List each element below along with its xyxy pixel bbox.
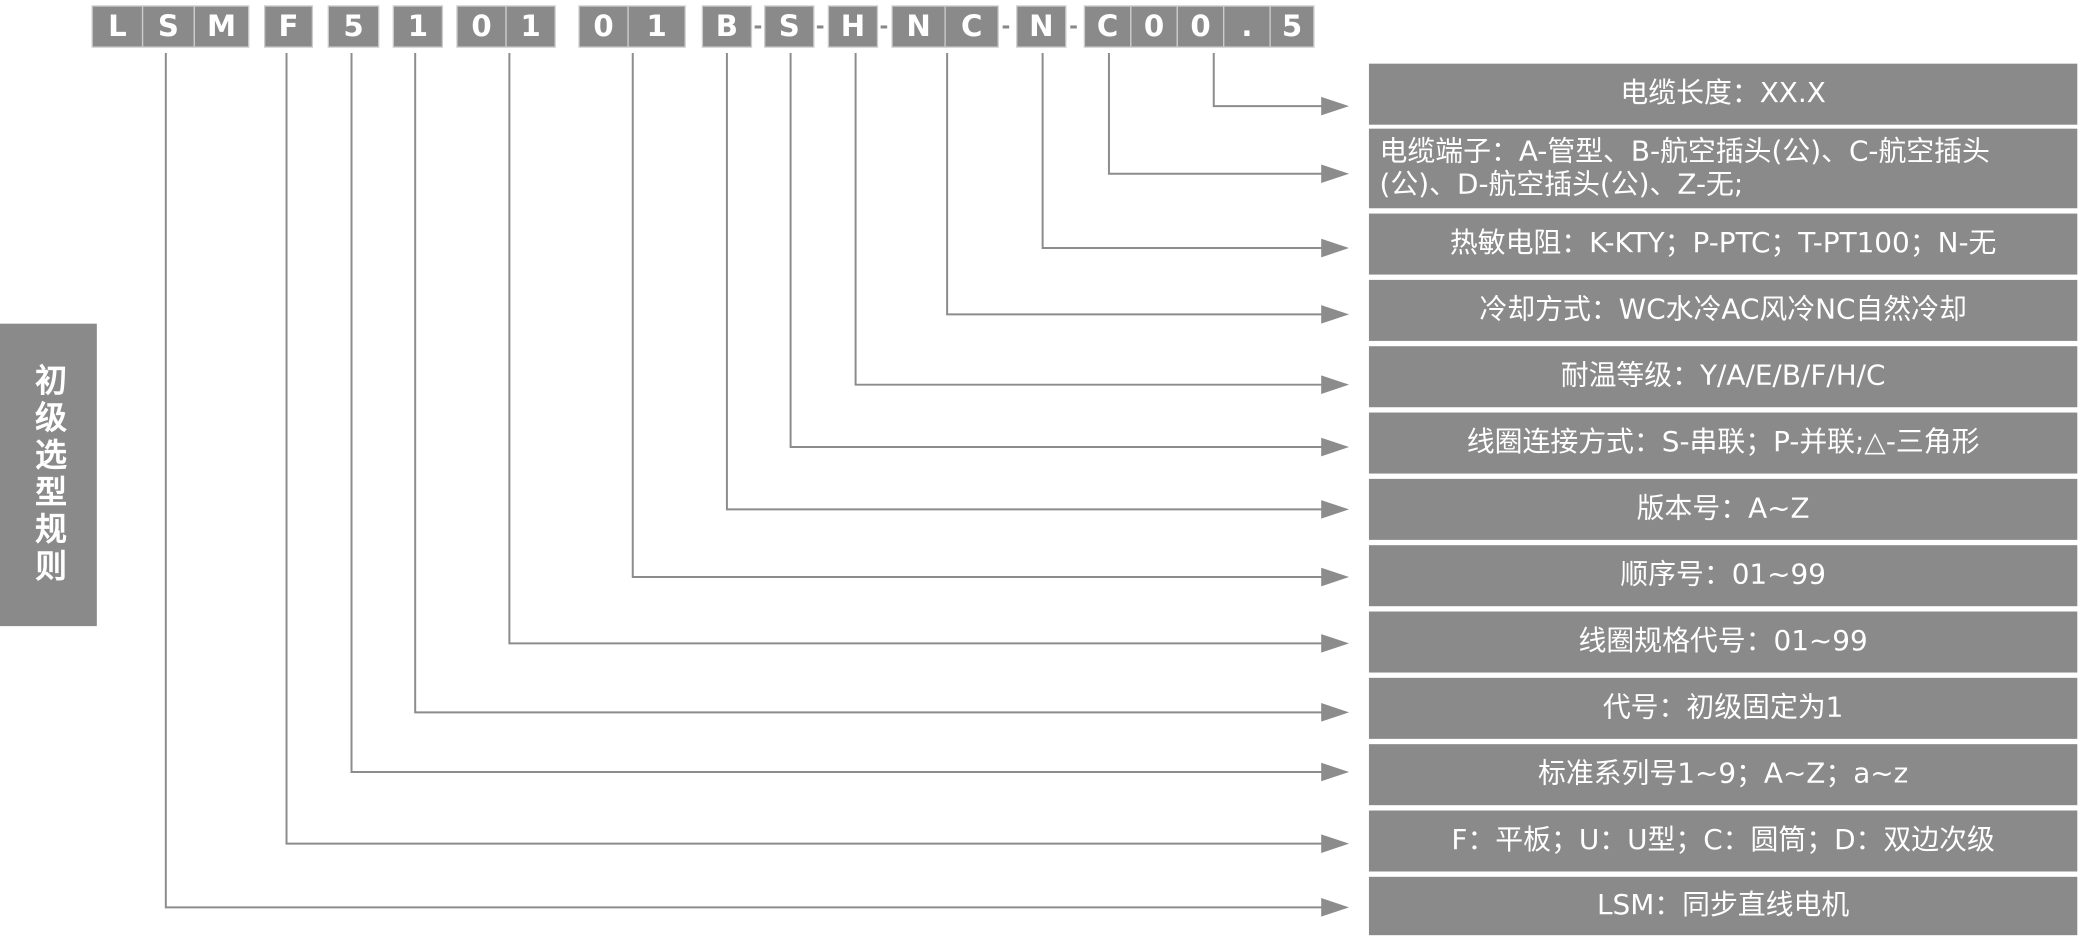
description-box: 耐温等级：Y/A/E/B/F/H/C [1368,346,2078,408]
connector-line [725,53,1327,511]
connector-line [508,53,1327,645]
code-char: S [143,6,194,47]
connector-line [1041,53,1327,250]
code-char: 1 [393,6,442,47]
description-box: 线圈连接方式：S-串联；P-并联;△-三角形 [1368,412,2078,474]
code-char: 5 [1270,6,1314,47]
code-separator: - [1001,13,1011,39]
arrow-head-icon [1321,762,1350,782]
code-char: 0 [579,6,628,47]
code-char: 1 [628,6,685,47]
arrow-head-icon [1321,164,1350,184]
arrow-head-icon [1321,305,1350,324]
connector-line [631,53,1327,579]
arrow-head-icon [1321,437,1350,457]
code-char: 5 [328,6,379,47]
description-box: 代号：初级固定为1 [1368,677,2078,739]
code-separator: - [879,13,889,39]
side-label: 初级选型规则 [0,323,97,627]
code-char: C [1085,6,1131,47]
description-box: 标准系列号1~9；A~Z；a~z [1368,744,2078,806]
connector-line [854,53,1327,386]
code-char: M [194,6,249,47]
arrow-head-icon [1321,898,1350,917]
code-separator: - [815,13,825,39]
code-char: 0 [1131,6,1177,47]
description-box: 电缆端子：A-管型、B-航空插头(公)、C-航空插头(公)、D-航空插头(公)、… [1368,128,2078,209]
connector-line [789,53,1327,449]
arrow-head-icon [1321,96,1350,116]
code-char: H [829,6,877,47]
description-box: 顺序号：01~99 [1368,545,2078,607]
connector-line [164,53,1327,909]
code-char: 0 [1177,6,1224,47]
description-box: 冷却方式：WC水冷AC风冷NC自然冷却 [1368,279,2078,341]
code-char: N [892,6,945,47]
arrow-head-icon [1321,703,1350,722]
code-separator: - [753,13,763,39]
arrow-head-icon [1321,834,1350,853]
description-box: 热敏电阻：K-KTY；P-PTC；T-PT100；N-无 [1368,213,2078,275]
code-separator: - [1069,13,1078,39]
description-box: 线圈规格代号：01~99 [1368,611,2078,673]
connector-line [946,53,1327,316]
code-char: S [765,6,814,47]
connector-line [1212,53,1327,108]
description-box: 电缆长度：XX.X [1368,63,2078,125]
description-box: LSM：同步直线电机 [1368,876,2078,936]
connector-line [350,53,1327,774]
connector-line [414,53,1327,714]
connector-line [285,53,1327,845]
code-char: B [703,6,751,47]
code-char: . [1224,6,1270,47]
arrow-head-icon [1321,500,1350,519]
code-char: C [945,6,998,47]
description-box: F：平板；U：U型；C：圆筒；D：双边次级 [1368,810,2078,872]
code-char: N [1017,6,1066,47]
arrow-head-icon [1321,634,1350,653]
arrow-head-icon [1321,375,1350,394]
arrow-head-icon [1321,567,1350,587]
description-box: 版本号：A~Z [1368,478,2078,540]
code-char: 1 [506,6,555,47]
code-char: F [265,6,312,47]
code-char: L [92,6,142,47]
arrow-head-icon [1321,238,1350,258]
code-char: 0 [457,6,506,47]
connector-line [1107,53,1327,175]
